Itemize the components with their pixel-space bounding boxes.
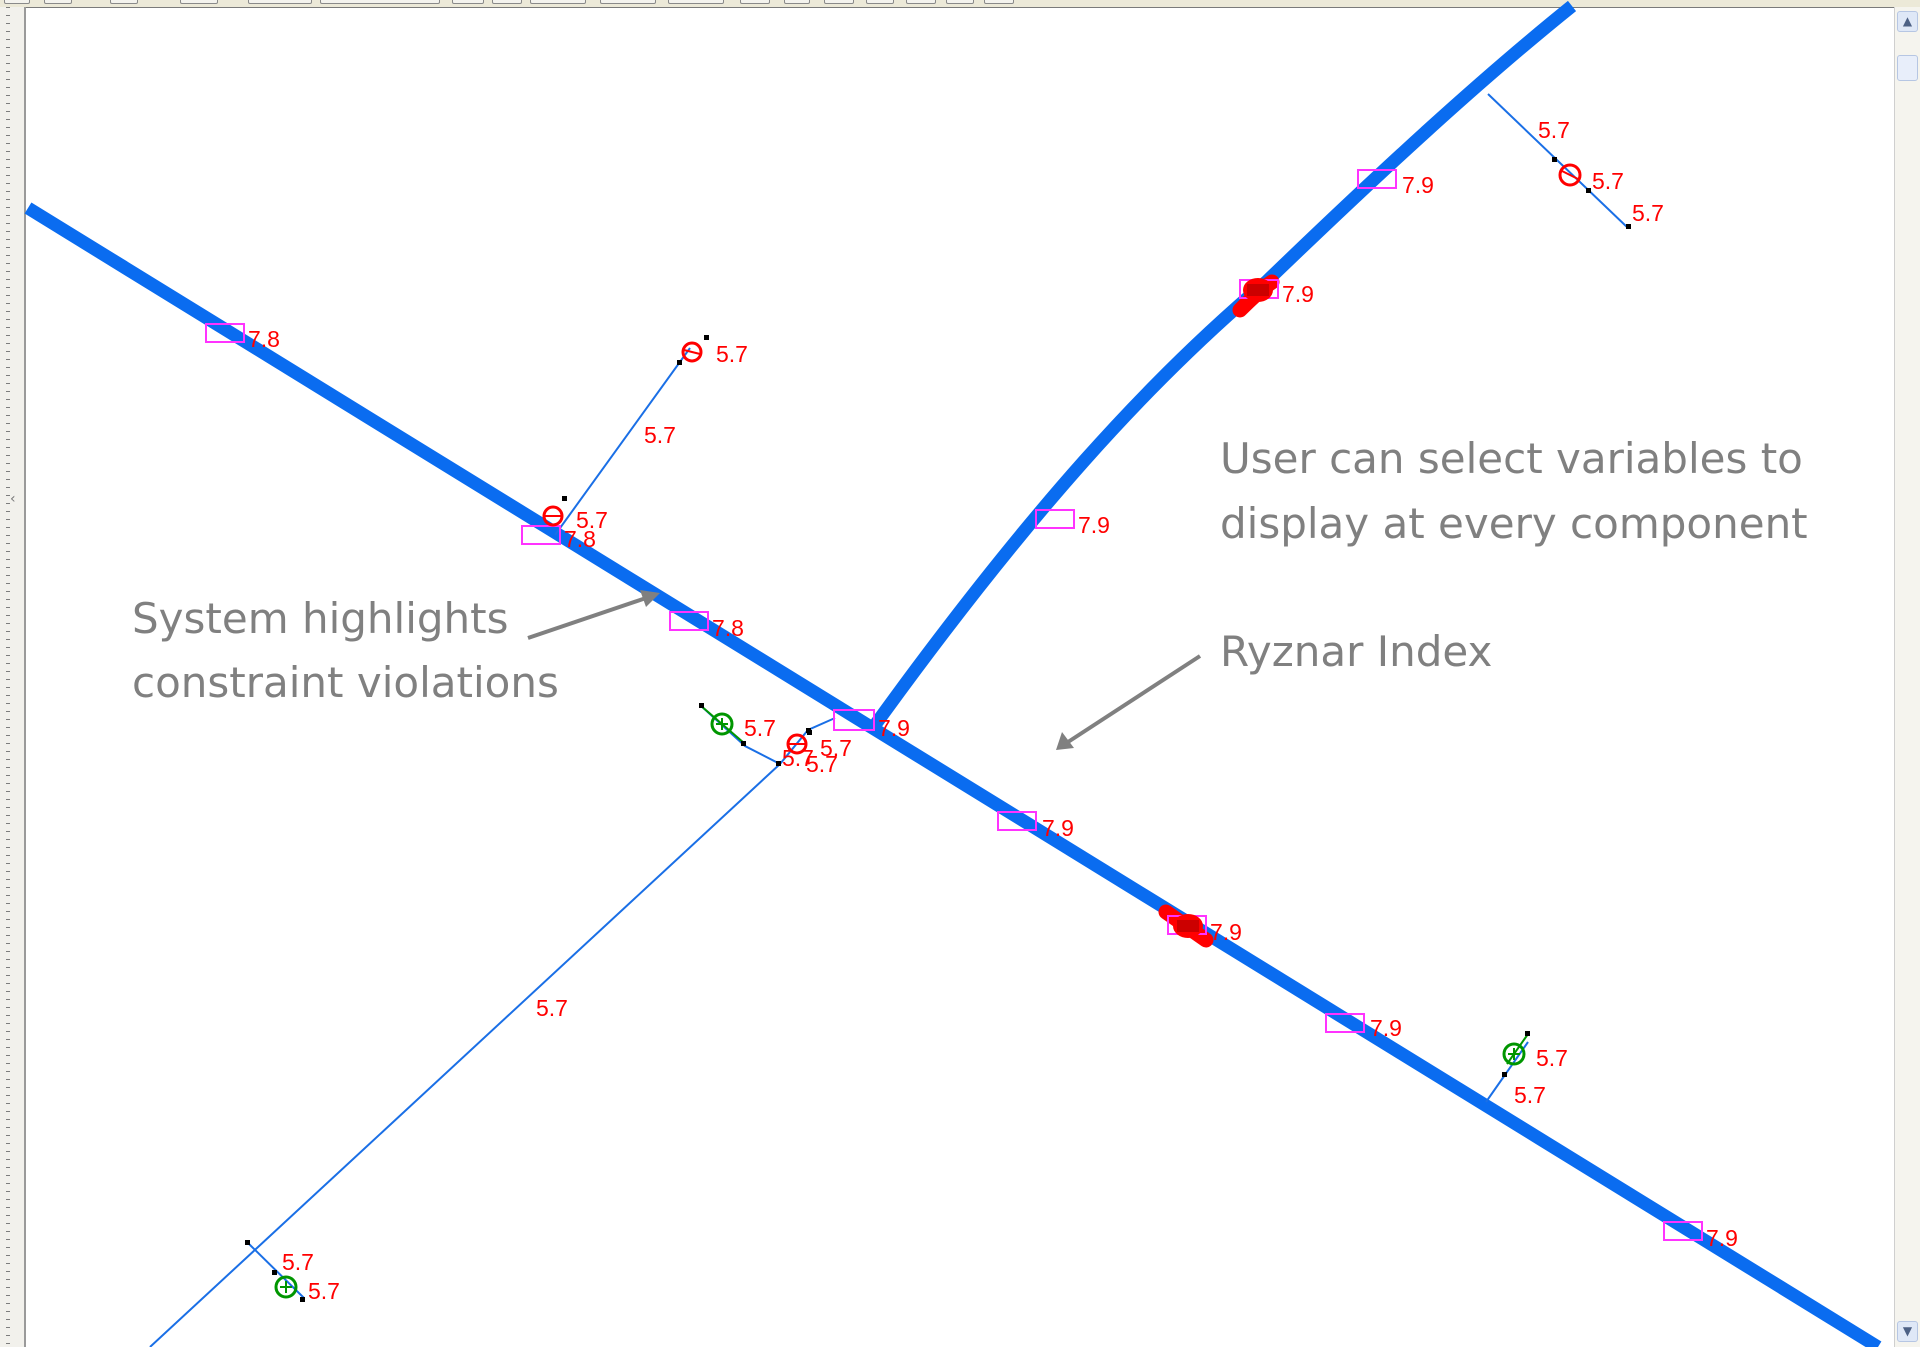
toolbar-button-10[interactable] — [600, 0, 656, 4]
value-label: 5.7 — [716, 341, 748, 367]
value-label: 5.7 — [1592, 168, 1624, 194]
green-valve-icon[interactable] — [245, 1240, 305, 1302]
toolbar-button-14[interactable] — [824, 0, 854, 4]
annotation-variables-line-2: display at every component — [1220, 499, 1808, 548]
toolbar-button-17[interactable] — [946, 0, 974, 4]
value-label: 5.7 — [308, 1278, 340, 1304]
value-label: 7.9 — [878, 715, 910, 741]
ruler-marker-icon: ‹ — [10, 491, 16, 507]
thin-pipe-upper-left[interactable] — [554, 347, 691, 536]
value-label: 7.8 — [712, 615, 744, 641]
value-label: 5.7 — [1536, 1045, 1568, 1071]
node-box-icon[interactable] — [669, 611, 709, 631]
value-label: 5.7 — [536, 995, 568, 1021]
arrow-icon — [527, 590, 660, 640]
toolbar-button-3[interactable] — [110, 0, 138, 4]
scrollbar-thumb[interactable] — [1897, 55, 1918, 81]
toolbar-button-18[interactable] — [984, 0, 1014, 4]
value-label: 5.7 — [820, 735, 852, 761]
vertical-scrollbar[interactable]: ▲ ▼ — [1894, 7, 1920, 1347]
value-label: 5.7 — [282, 1249, 314, 1275]
value-label: 7.9 — [1706, 1225, 1738, 1251]
green-valve-icon[interactable] — [699, 703, 746, 746]
arrow-icon — [1056, 654, 1202, 750]
value-label: 7.8 — [248, 326, 280, 352]
value-label: 7.9 — [1042, 815, 1074, 841]
green-valve-icon[interactable] — [1502, 1031, 1530, 1077]
toolbar-button-9[interactable] — [530, 0, 586, 4]
annotation-ryznar: Ryznar Index — [1220, 627, 1492, 676]
node-box-icon[interactable] — [521, 525, 561, 545]
value-label: 5.7 — [1538, 117, 1570, 143]
value-label: 5.7 — [1514, 1082, 1546, 1108]
node-box-icon[interactable] — [1325, 1013, 1365, 1033]
toolbar-button-2[interactable] — [44, 0, 72, 4]
left-ruler: ‹ — [0, 7, 26, 1347]
value-label: 7.9 — [1078, 512, 1110, 538]
toolbar-button-16[interactable] — [906, 0, 936, 4]
value-label: 5.7 — [576, 507, 608, 533]
thin-pipe-long[interactable] — [149, 763, 781, 1347]
toolbar-button-7[interactable] — [452, 0, 484, 4]
toolbar-button-1[interactable] — [4, 0, 30, 4]
red-valve-icon[interactable] — [677, 335, 709, 365]
toolbar-button-13[interactable] — [784, 0, 810, 4]
pipe-junction-node[interactable] — [776, 761, 781, 766]
value-label: 7.8 — [564, 526, 596, 552]
node-box-icon[interactable] — [205, 323, 245, 343]
pipe-junction-node[interactable] — [807, 730, 812, 735]
node-box-icon[interactable] — [1357, 169, 1397, 189]
value-label: 7.9 — [1210, 919, 1242, 945]
annotation-violations-line-2: constraint violations — [132, 658, 559, 707]
value-label: 7.9 — [1370, 1015, 1402, 1041]
scroll-up-arrow-icon[interactable]: ▲ — [1897, 11, 1918, 32]
value-label: 5.7 — [782, 745, 814, 771]
value-label: 5.7 — [744, 715, 776, 741]
toolbar-button-6[interactable] — [320, 0, 440, 4]
node-box-icon[interactable] — [833, 709, 875, 731]
main-pipe-branch[interactable] — [864, 0, 1577, 736]
toolbar-button-11[interactable] — [668, 0, 724, 4]
node-box-icon[interactable] — [1663, 1221, 1703, 1241]
value-label: 7.9 — [1402, 172, 1434, 198]
toolbar-button-8[interactable] — [492, 0, 522, 4]
scroll-down-arrow-icon[interactable]: ▼ — [1897, 1321, 1918, 1342]
node-box-icon[interactable] — [997, 811, 1037, 831]
red-valve-icon[interactable] — [542, 496, 567, 527]
node-box-icon[interactable] — [1035, 509, 1075, 529]
toolbar-button-5[interactable] — [248, 0, 312, 4]
pipe-end-node[interactable] — [1626, 224, 1631, 229]
toolbar — [0, 0, 1920, 8]
toolbar-button-15[interactable] — [866, 0, 894, 4]
thin-pipe-top-right[interactable] — [1487, 93, 1629, 229]
violation-marker-branch[interactable] — [1243, 278, 1273, 302]
red-valve-icon[interactable] — [1552, 157, 1591, 193]
value-label: 5.7 — [1632, 200, 1664, 226]
toolbar-button-4[interactable] — [180, 0, 218, 4]
toolbar-button-12[interactable] — [740, 0, 770, 4]
annotation-variables-line-1: User can select variables to — [1220, 434, 1803, 483]
value-label: 7.9 — [1282, 281, 1314, 307]
annotation-violations-line-1: System highlights — [132, 594, 509, 643]
value-label: 5.7 — [644, 422, 676, 448]
value-label: 5.7 — [806, 751, 838, 777]
main-pipe-diagonal[interactable] — [24, 202, 1882, 1347]
violation-marker-main[interactable] — [1173, 914, 1203, 938]
